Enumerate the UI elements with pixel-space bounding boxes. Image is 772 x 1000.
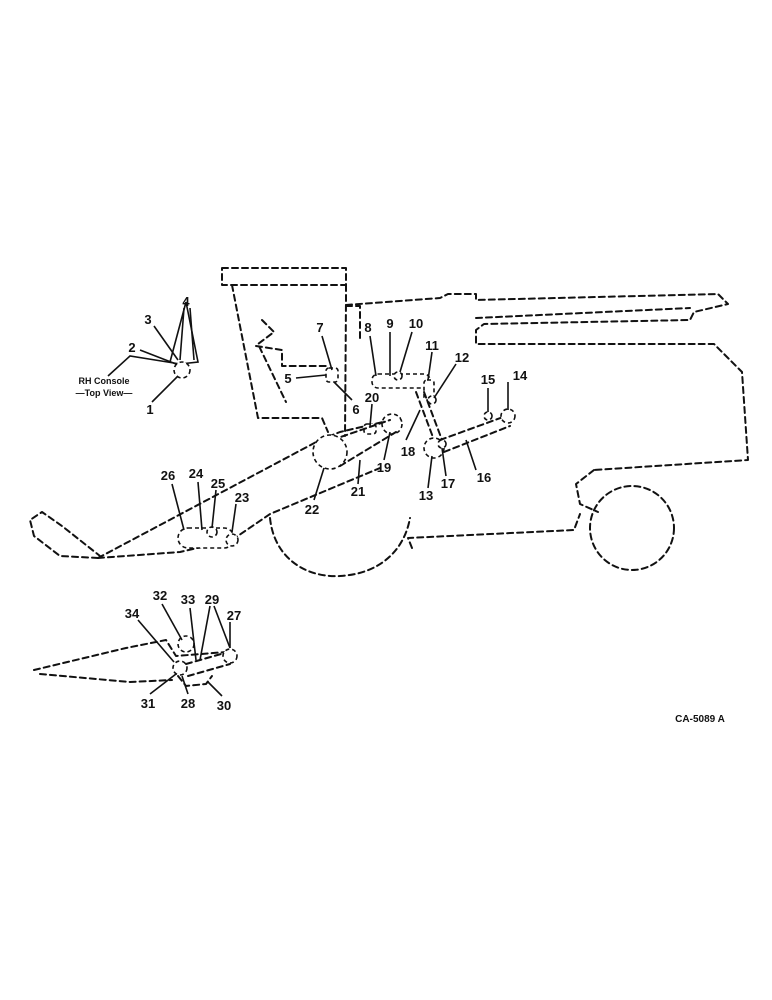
part-10-pin — [393, 371, 403, 381]
drawing-code: CA-5089 A — [675, 714, 725, 725]
part-23-end — [225, 533, 239, 547]
part-15-fitting — [483, 411, 493, 421]
callout-7: 7 — [316, 320, 323, 335]
callout-4: 4 — [182, 294, 190, 309]
console-label-title: RH Console — [78, 376, 129, 386]
callout-22: 22 — [305, 502, 319, 517]
part-18-rod — [415, 391, 435, 441]
callout-numbers: 1 2 3 4 5 6 7 8 9 10 11 12 13 14 15 16 1… — [125, 294, 528, 713]
callout-9: 9 — [386, 316, 393, 331]
body-bottom — [407, 513, 581, 549]
callout-3: 3 — [144, 312, 151, 327]
callout-1: 1 — [146, 402, 153, 417]
callout-19: 19 — [377, 460, 391, 475]
part-22-cylinder-end — [312, 434, 348, 470]
callout-33: 33 — [181, 592, 195, 607]
cab-front — [231, 284, 329, 433]
callout-21: 21 — [351, 484, 365, 499]
body-front — [345, 305, 361, 341]
part-21-cylinder — [331, 419, 397, 467]
header-outline — [29, 511, 101, 559]
cab-rear — [344, 284, 347, 437]
callout-27: 27 — [227, 608, 241, 623]
console-label-subtitle: —Top View— — [76, 388, 133, 398]
part-25-fitting — [206, 526, 218, 538]
cab-lever — [257, 319, 287, 403]
part-14-end — [500, 408, 516, 424]
callout-32: 32 — [153, 588, 167, 603]
callout-15: 15 — [481, 372, 495, 387]
part-30-bracket — [177, 675, 213, 687]
callout-10: 10 — [409, 316, 423, 331]
header-bottom — [97, 539, 233, 559]
part-28-pivot — [172, 660, 188, 676]
callout-17: 17 — [441, 476, 455, 491]
part-27-end — [222, 648, 238, 664]
part-17-pin — [437, 439, 447, 449]
feeder-bottom — [231, 467, 381, 541]
part-16-cylinder — [439, 415, 511, 453]
callout-23: 23 — [235, 490, 249, 505]
callout-24: 24 — [189, 466, 204, 481]
callout-2: 2 — [128, 340, 135, 355]
callout-11: 11 — [425, 338, 439, 353]
front-wheel — [269, 517, 411, 578]
callout-5: 5 — [284, 371, 291, 386]
body-top — [345, 293, 749, 471]
callout-18: 18 — [401, 444, 415, 459]
callout-13: 13 — [419, 488, 433, 503]
callout-34: 34 — [125, 606, 140, 621]
part-1-knob — [173, 361, 191, 379]
part-18-rod-b — [423, 391, 443, 441]
callout-6: 6 — [352, 402, 359, 417]
callout-25: 25 — [211, 476, 225, 491]
part-6-fitting — [325, 367, 339, 383]
callout-8: 8 — [364, 320, 371, 335]
callout-29: 29 — [205, 592, 219, 607]
callout-16: 16 — [477, 470, 491, 485]
rear-wheel — [589, 485, 675, 571]
callout-30: 30 — [217, 698, 231, 713]
console-label: RH Console —Top View— — [76, 376, 133, 398]
callout-26: 26 — [161, 468, 175, 483]
callout-31: 31 — [141, 696, 155, 711]
part-19-pivot — [381, 413, 403, 435]
unloader-tube — [475, 307, 691, 319]
part-29-cylinder — [185, 651, 231, 677]
callout-14: 14 — [513, 368, 528, 383]
callout-12: 12 — [455, 350, 469, 365]
cab-console — [255, 345, 327, 367]
cab-roof — [221, 267, 347, 286]
lower-header — [33, 639, 227, 683]
hydraulic-components — [33, 301, 516, 687]
part-26-cylinder — [177, 527, 235, 549]
leader-lines — [137, 307, 509, 697]
callout-20: 20 — [365, 390, 379, 405]
callout-28: 28 — [181, 696, 195, 711]
rear-fender — [575, 469, 599, 513]
